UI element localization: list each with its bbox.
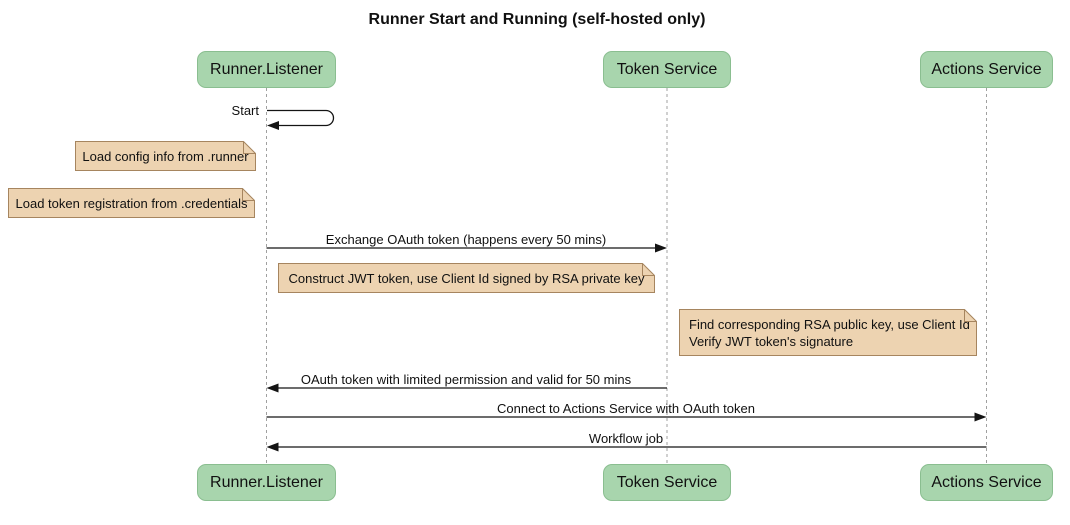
note-text-line-2: Verify JWT token's signature — [689, 333, 854, 349]
message-label-workflow-job: Workflow job — [588, 431, 664, 446]
note-load-config: Load config info from .runner — [75, 141, 256, 171]
note-load-credentials: Load token registration from .credential… — [8, 188, 255, 218]
message-arrowhead-oauth-return — [266, 383, 279, 393]
message-label-oauth-return: OAuth token with limited permission and … — [300, 372, 632, 387]
participant-label: Actions Service — [931, 60, 1042, 78]
self-message-arrowhead-start — [267, 121, 279, 130]
participant-actions-service-top: Actions Service — [920, 51, 1053, 88]
message-label-start: Start — [231, 103, 259, 118]
self-message-arrow-start — [267, 109, 335, 127]
note-text: Construct JWT token, use Client Id signe… — [288, 270, 645, 286]
participant-label: Actions Service — [931, 473, 1042, 491]
note-verify-jwt: Find corresponding RSA public key, use C… — [679, 309, 977, 356]
message-arrowhead-connect-actions — [974, 412, 987, 422]
message-label-exchange-oauth: Exchange OAuth token (happens every 50 m… — [325, 232, 607, 247]
participant-label: Token Service — [616, 473, 718, 491]
note-text: Find corresponding RSA public key, use C… — [689, 316, 970, 350]
note-text: Load token registration from .credential… — [15, 195, 248, 211]
participant-actions-service-bottom: Actions Service — [920, 464, 1053, 501]
diagram-title: Runner Start and Running (self-hosted on… — [368, 11, 706, 28]
participant-runner-listener-top: Runner.Listener — [197, 51, 336, 88]
note-construct-jwt: Construct JWT token, use Client Id signe… — [278, 263, 655, 293]
note-fold-icon — [642, 263, 655, 276]
participant-token-service-bottom: Token Service — [603, 464, 731, 501]
note-fold-icon — [964, 309, 977, 322]
message-arrowhead-exchange-oauth — [655, 243, 667, 253]
participant-runner-listener-bottom: Runner.Listener — [197, 464, 336, 501]
note-text-line-1: Find corresponding RSA public key, use C… — [689, 316, 970, 332]
note-fold-icon — [243, 141, 256, 154]
participant-token-service-top: Token Service — [603, 51, 731, 88]
participant-label: Token Service — [616, 60, 718, 78]
note-text: Load config info from .runner — [82, 148, 249, 164]
note-fold-icon — [242, 188, 255, 201]
participant-label: Runner.Listener — [210, 60, 323, 78]
message-label-connect-actions: Connect to Actions Service with OAuth to… — [497, 401, 755, 416]
participant-label: Runner.Listener — [210, 473, 323, 491]
message-arrowhead-workflow-job — [266, 442, 279, 452]
